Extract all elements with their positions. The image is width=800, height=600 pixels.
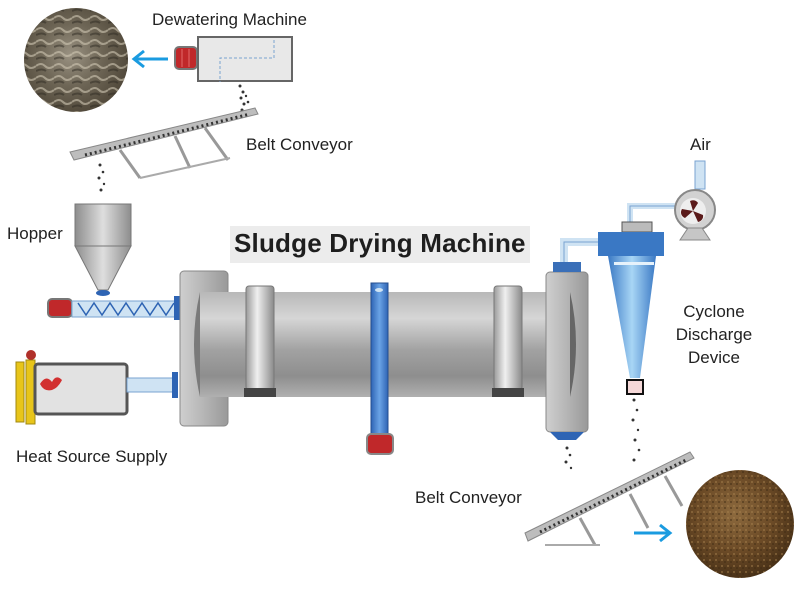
label-hopper: Hopper [7,224,63,243]
label-cyclone-line3: Device [688,348,740,367]
label-belt-conveyor-top: Belt Conveyor [246,135,353,154]
cyclone-icon [598,221,664,395]
label-air: Air [690,135,711,154]
wet-sludge-image [24,8,128,112]
duct-pipe [560,203,680,262]
label-heat-source-supply: Heat Source Supply [16,447,168,466]
top-belt-conveyor-icon [69,107,259,179]
heat-source-icon [15,350,178,425]
dewatering-machine-icon [174,36,293,82]
falling-dry-particles [564,398,641,470]
arrow-left-icon [131,49,168,69]
arrow-right-icon [634,523,673,543]
label-cyclone-discharge-device: Cyclone Discharge Device [674,300,754,369]
hopper-icon [74,203,132,296]
dry-sludge-image [686,470,794,578]
screw-feeder-icon [47,296,180,320]
fan-icon [674,160,716,241]
bottom-belt-conveyor-icon [524,451,695,546]
label-belt-conveyor-bottom: Belt Conveyor [415,488,522,507]
falling-sludge-particles [97,84,250,192]
label-dewatering-machine: Dewatering Machine [152,10,307,29]
label-cyclone-line2: Discharge [675,325,753,344]
label-cyclone-line1: Cyclone [683,302,745,321]
diagram-title: Sludge Drying Machine [230,226,530,263]
drive-motor-icon [366,282,394,455]
